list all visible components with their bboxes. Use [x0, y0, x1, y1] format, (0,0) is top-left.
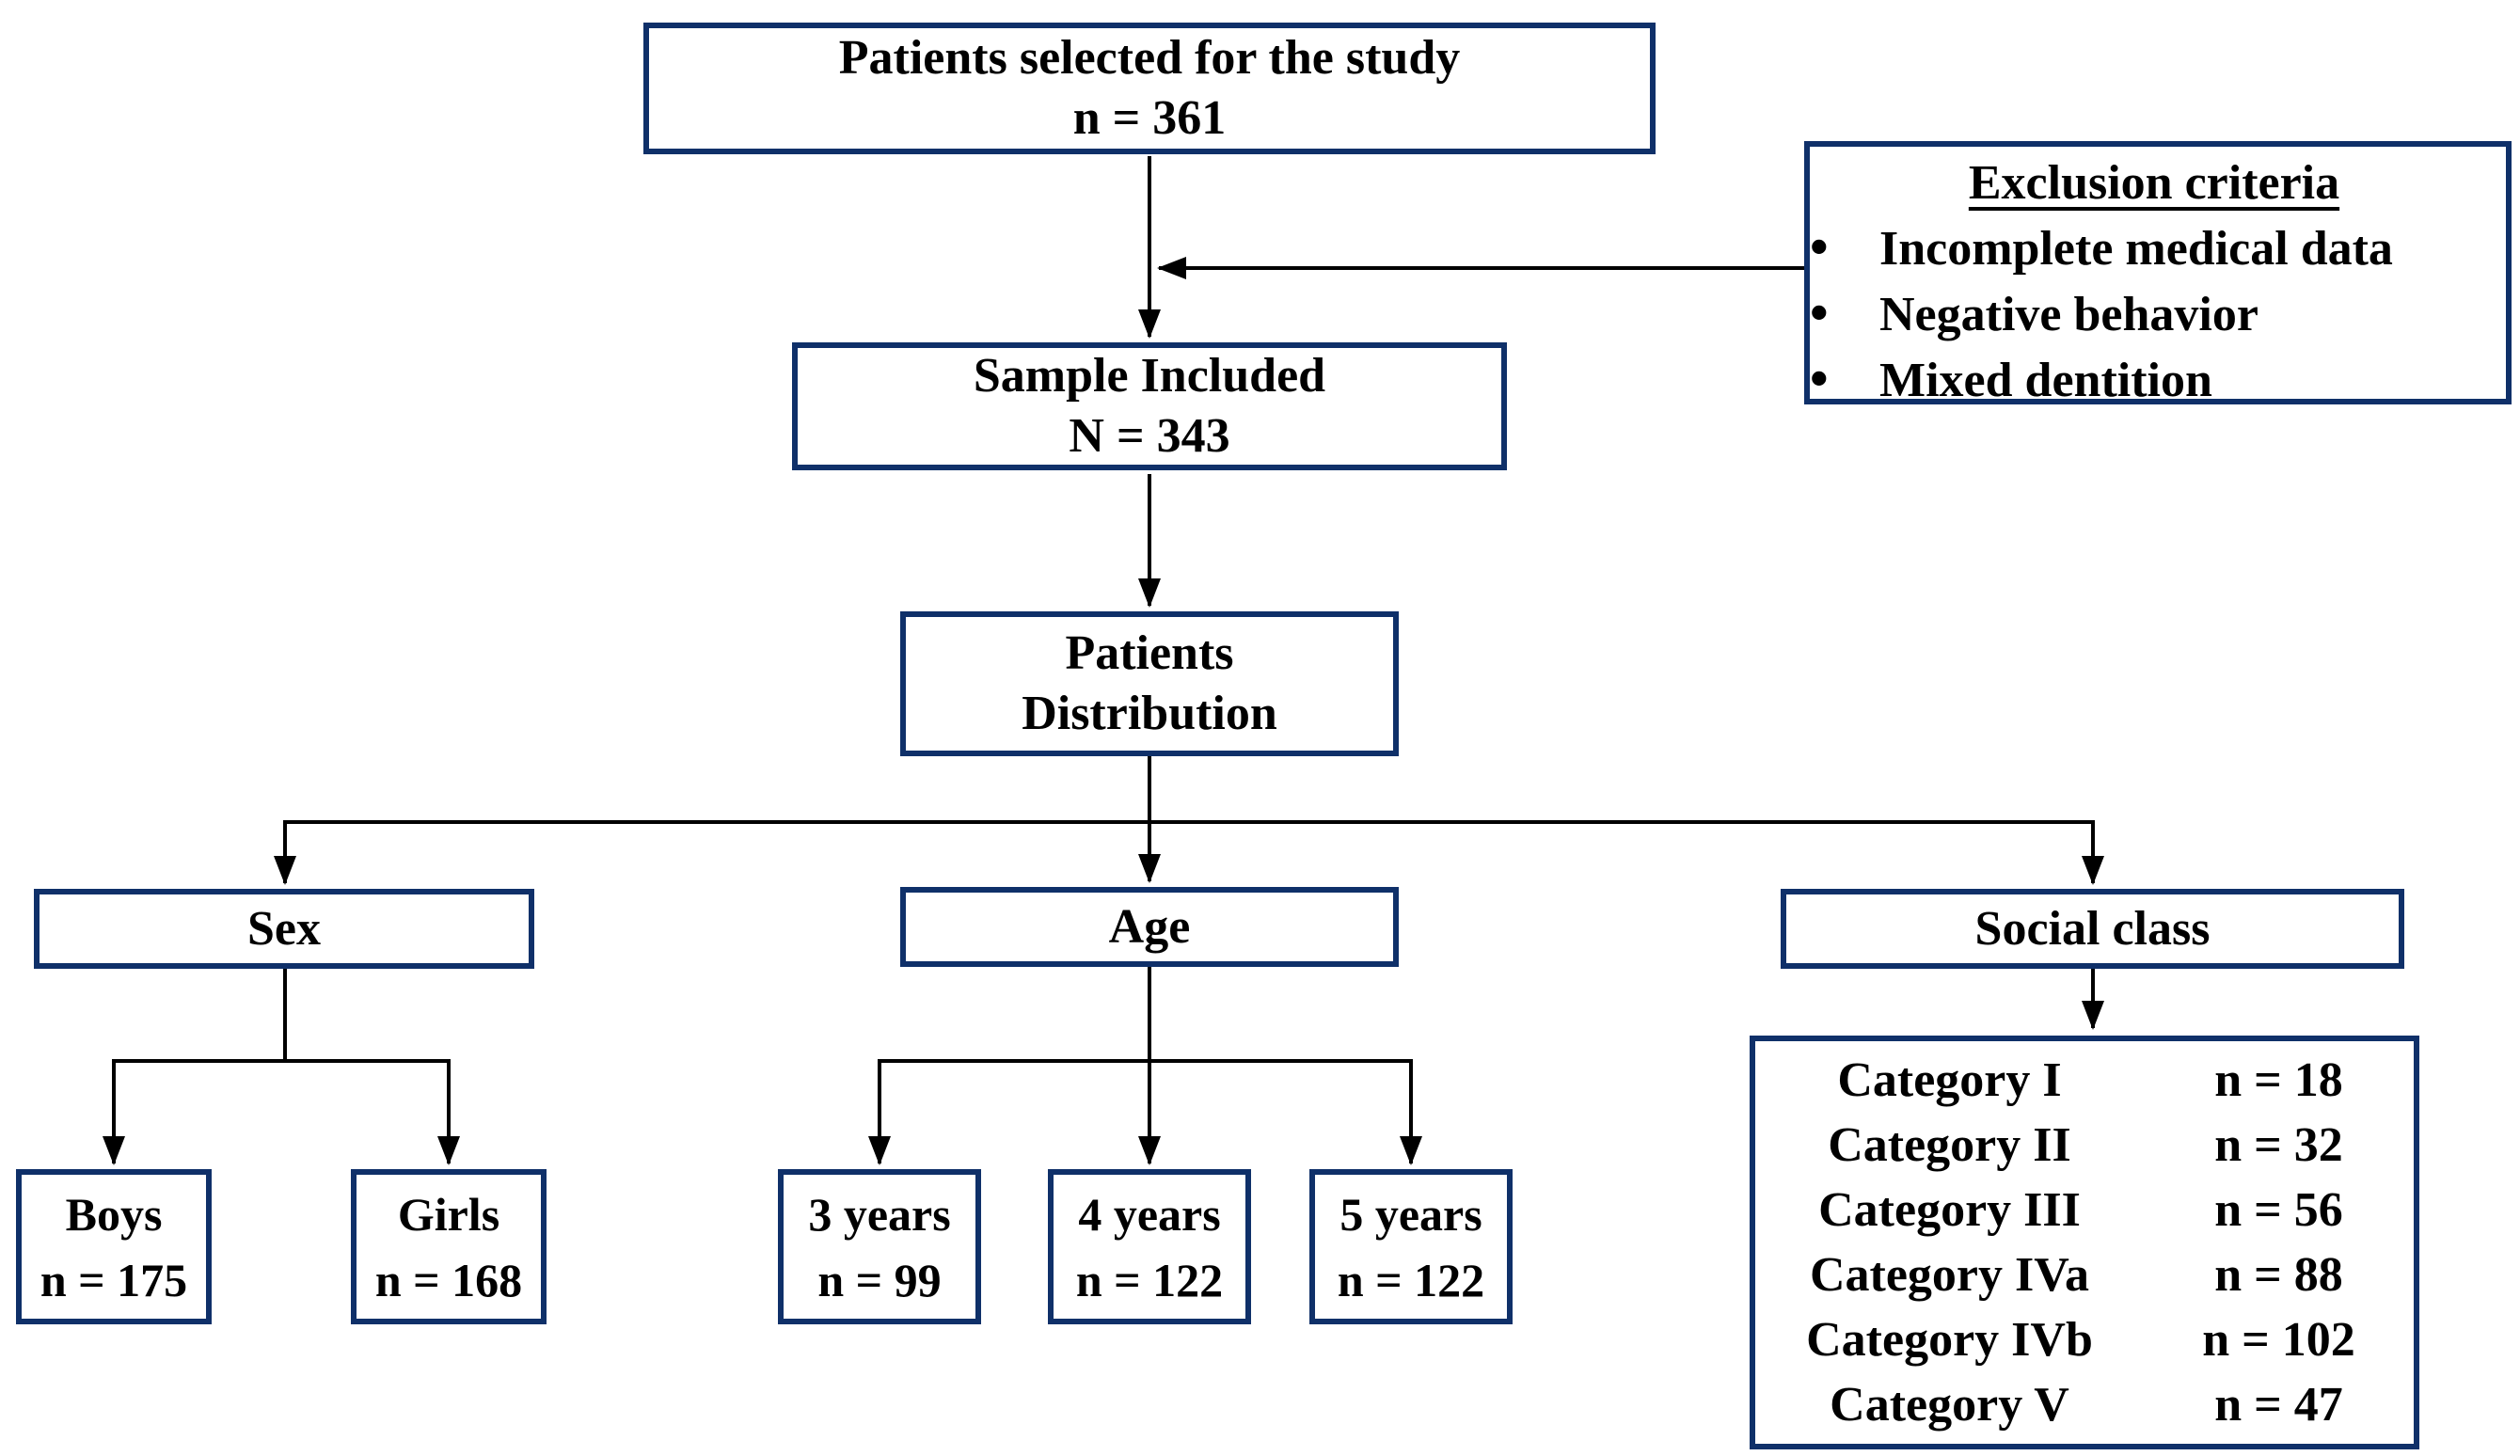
category-label: Category I — [1837, 1053, 2062, 1107]
category-label: Category III — [1818, 1183, 2081, 1237]
node-exclusion-criteria: Exclusion criteria Incomplete medical da… — [1804, 141, 2512, 412]
boys-count: n = 175 — [40, 1253, 188, 1306]
node-social-class-categories: Category I n = 18 Category II n = 32 Cat… — [1750, 1036, 2419, 1449]
exclusion-item: Negative behavior — [1810, 280, 2498, 348]
exclusion-criteria-list: Incomplete medical data Negative behavio… — [1810, 214, 2498, 414]
node-3-years: 3 years n = 99 — [778, 1169, 981, 1324]
category-row: Category II n = 32 — [1755, 1113, 2414, 1178]
3-years-label: 3 years — [808, 1187, 951, 1241]
category-count: n = 56 — [2214, 1183, 2343, 1237]
node-social-class-header: Social class — [1781, 889, 2404, 969]
sex-header-label: Sex — [247, 901, 321, 956]
node-sample-included: Sample Included N = 343 — [792, 342, 1507, 470]
node-sex-header: Sex — [34, 889, 534, 969]
3-years-count: n = 99 — [817, 1253, 942, 1306]
category-label: Category IVb — [1806, 1313, 2093, 1367]
sample-included-count: N = 343 — [1069, 409, 1230, 463]
girls-count: n = 168 — [374, 1253, 523, 1306]
age-header-label: Age — [1108, 899, 1191, 954]
node-4-years: 4 years n = 122 — [1048, 1169, 1251, 1324]
category-count: n = 32 — [2214, 1118, 2343, 1172]
exclusion-item: Incomplete medical data — [1810, 214, 2498, 282]
category-row: Category IVa n = 88 — [1755, 1242, 2414, 1307]
social-class-header-label: Social class — [1974, 901, 2211, 956]
5-years-label: 5 years — [1339, 1187, 1482, 1241]
category-row: Category III n = 56 — [1755, 1178, 2414, 1242]
category-count: n = 18 — [2214, 1053, 2343, 1107]
category-label: Category IVa — [1809, 1248, 2090, 1302]
node-boys: Boys n = 175 — [16, 1169, 212, 1324]
category-row: Category I n = 18 — [1755, 1048, 2414, 1113]
4-years-label: 4 years — [1078, 1187, 1221, 1241]
patients-distribution-line2: Distribution — [1022, 687, 1277, 740]
patients-selected-label: Patients selected for the study — [838, 31, 1461, 85]
patients-distribution-line1: Patients — [1065, 626, 1234, 680]
category-label: Category II — [1828, 1118, 2071, 1172]
node-patients-distribution: Patients Distribution — [900, 611, 1399, 756]
boys-label: Boys — [65, 1187, 163, 1241]
node-girls: Girls n = 168 — [351, 1169, 547, 1324]
sample-included-label: Sample Included — [973, 349, 1326, 403]
node-age-header: Age — [900, 887, 1399, 967]
category-label: Category V — [1830, 1378, 2069, 1432]
category-count: n = 47 — [2214, 1378, 2343, 1432]
exclusion-criteria-title: Exclusion criteria — [1968, 156, 2340, 210]
4-years-count: n = 122 — [1075, 1253, 1224, 1306]
girls-label: Girls — [397, 1187, 500, 1241]
5-years-count: n = 122 — [1337, 1253, 1485, 1306]
node-patients-selected: Patients selected for the study n = 361 — [643, 23, 1656, 154]
category-count: n = 88 — [2214, 1248, 2343, 1302]
exclusion-item: Mixed dentition — [1810, 346, 2498, 414]
category-row: Category IVb n = 102 — [1755, 1307, 2414, 1372]
node-5-years: 5 years n = 122 — [1309, 1169, 1513, 1324]
category-count: n = 102 — [2202, 1313, 2355, 1367]
patients-selected-count: n = 361 — [1072, 91, 1227, 145]
category-row: Category V n = 47 — [1755, 1372, 2414, 1437]
